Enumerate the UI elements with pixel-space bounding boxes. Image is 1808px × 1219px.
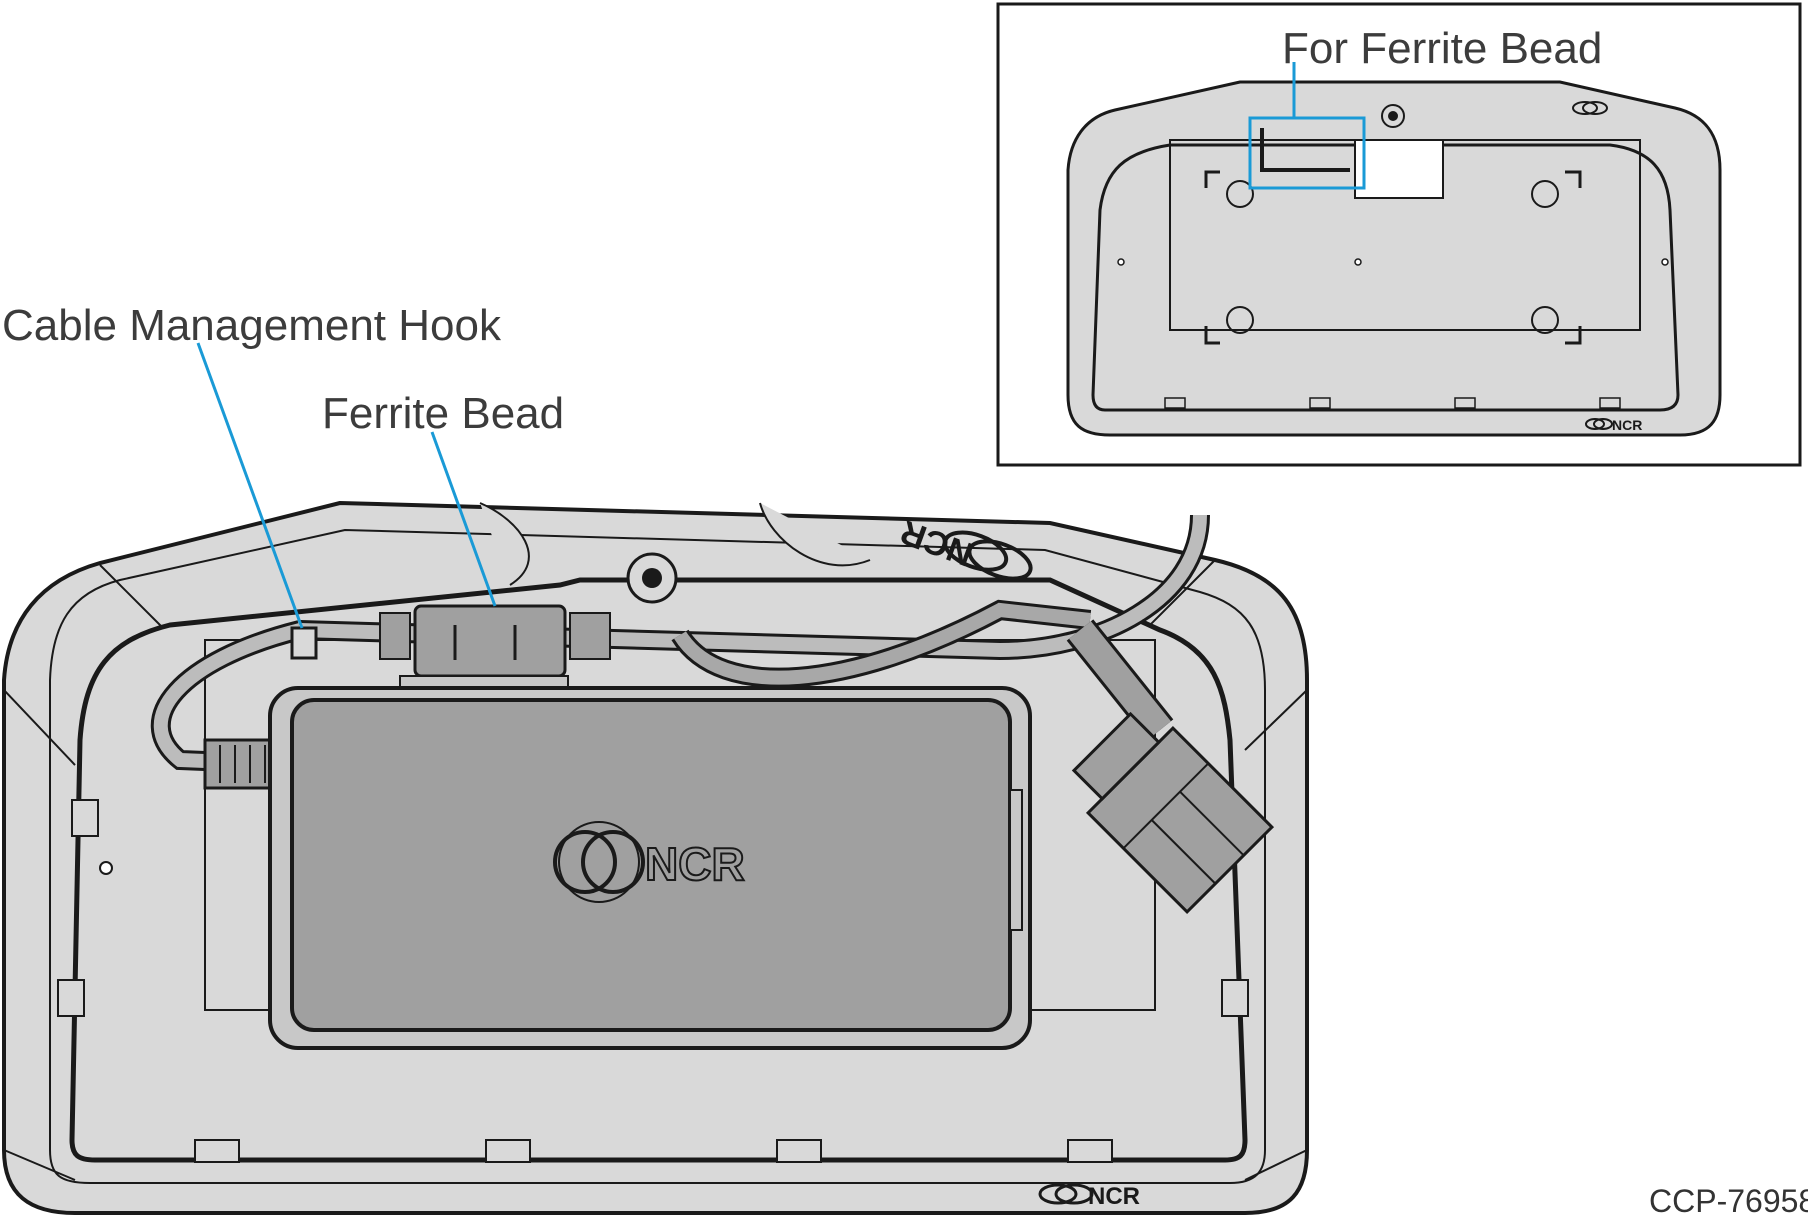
- screw-icon: [1381, 104, 1405, 128]
- ac-connector: [1071, 711, 1275, 915]
- cable-management-hook-label: Cable Management Hook: [2, 301, 501, 350]
- ncr-logo-icon: [1585, 418, 1613, 430]
- inset-tray: [1091, 143, 1680, 412]
- footer-logo-text: NCR: [1088, 1183, 1140, 1210]
- ferrite-bead: [379, 604, 611, 693]
- brick-logo-text: NCR: [645, 838, 745, 890]
- housing-inner-rim: [49, 528, 1266, 1184]
- ferrite-bead-location-highlight: [1248, 116, 1366, 190]
- inset-view: NCR: [996, 2, 1802, 467]
- figure-id: CCP-76958: [1649, 1183, 1808, 1219]
- ncr-logo-icon: [943, 530, 1033, 581]
- inset-logo-text: NCR: [1612, 417, 1642, 433]
- ferrite-bead-label: Ferrite Bead: [322, 389, 565, 438]
- callout-line-bead: [430, 431, 497, 607]
- main-view: NCR NCR: [2, 342, 1309, 1215]
- ncr-logo-icon: [1038, 1183, 1094, 1205]
- ncr-logo-icon: [553, 821, 645, 903]
- cable-management-hook: [290, 626, 318, 660]
- ncr-logo-icon: [1572, 101, 1608, 115]
- callout-line-hook: [196, 342, 304, 629]
- screw-icon: [626, 552, 678, 604]
- for-ferrite-bead-label: For Ferrite Bead: [1282, 24, 1603, 73]
